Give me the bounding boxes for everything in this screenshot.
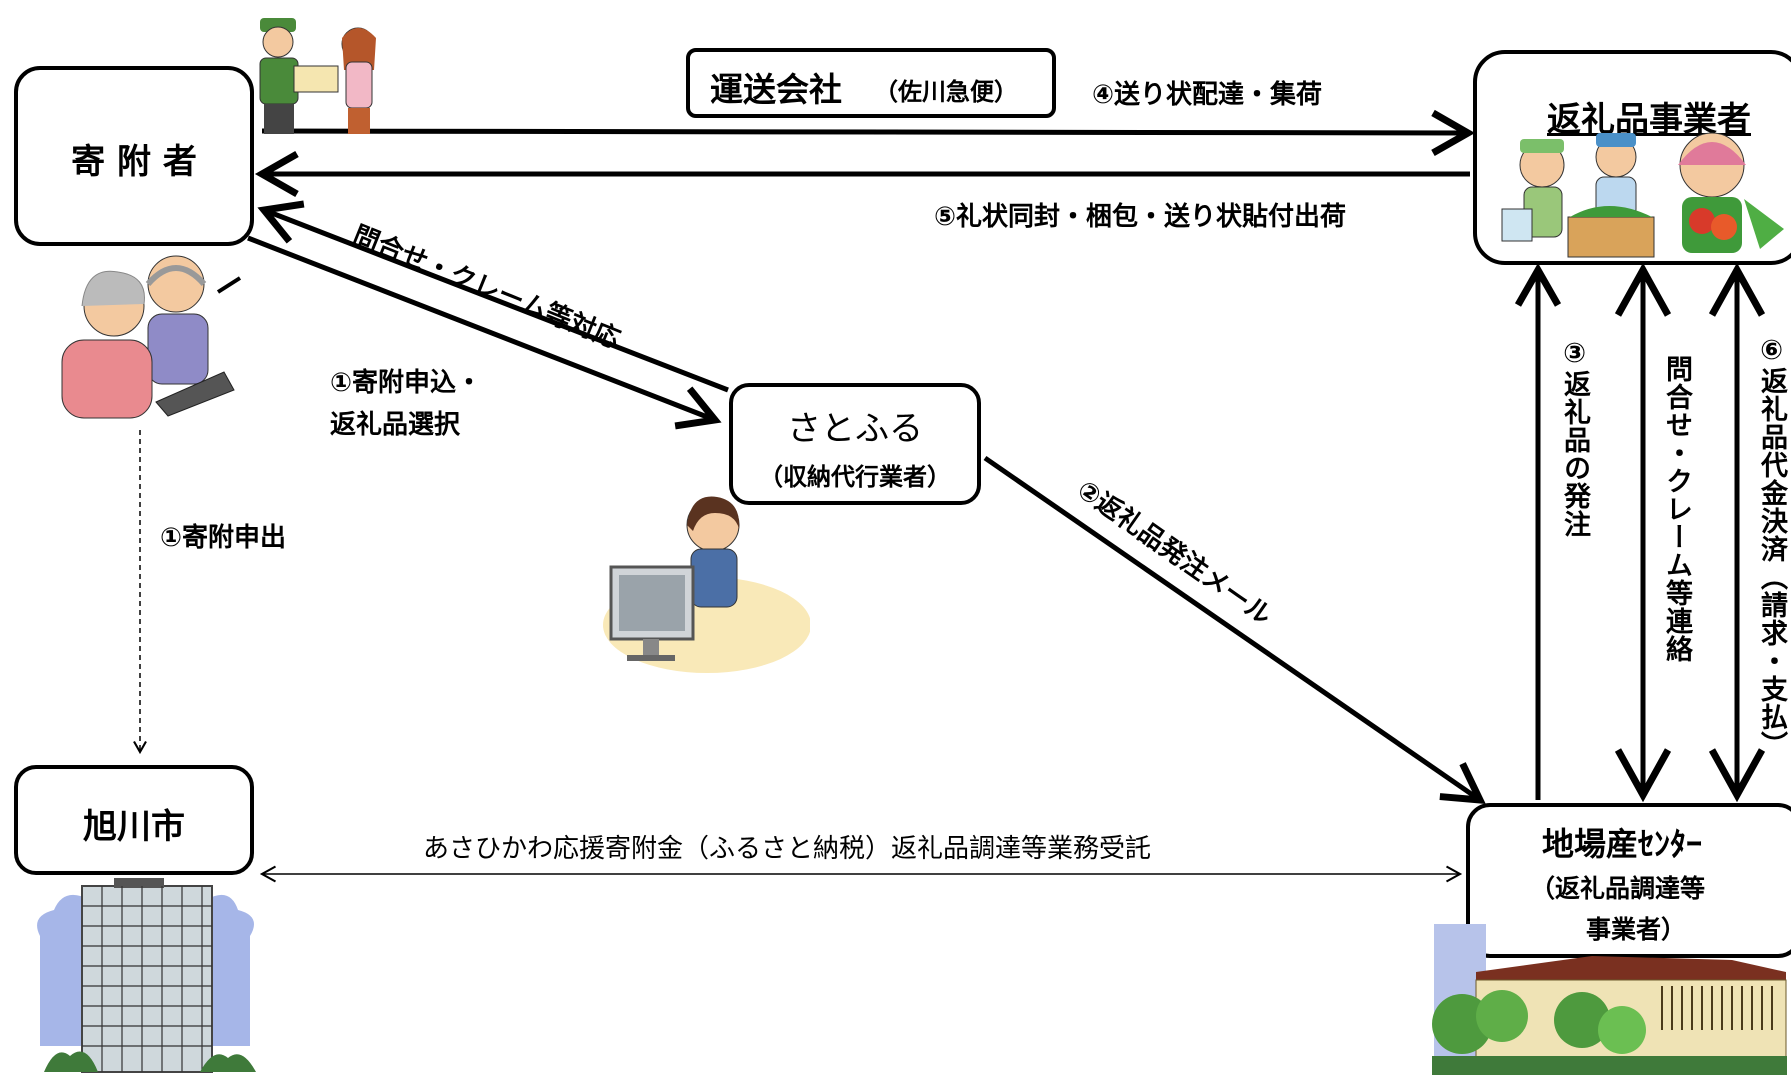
arrow-apply [247, 235, 722, 430]
center-sub2: 事業者） [1586, 915, 1687, 944]
ship-label: ④送り状配達・集荷 [1092, 80, 1323, 110]
operator-illustration [603, 496, 810, 673]
payment-label: ⑥返礼品代金決済（請求・支払） [1756, 335, 1787, 759]
center-sub1: （返礼品調達等 [1530, 874, 1706, 903]
farmers-illustration [1501, 132, 1784, 258]
satofuru-sub: （収納代行業者） [759, 463, 951, 491]
donor-label: 寄 附 者 [71, 142, 197, 182]
city-box: 旭川市 [14, 765, 254, 875]
contract-label: あさひかわ応援寄附金（ふるさと納税）返礼品調達等業務受託 [423, 834, 1152, 864]
arrow-order-mail [983, 455, 1486, 805]
center-name: 地場産ｾﾝﾀｰ [1542, 825, 1703, 863]
center-building-illustration [1432, 924, 1787, 1075]
apply-label-2: 返礼品選択 [330, 410, 461, 440]
arrow-ship [261, 109, 1476, 156]
pack-label: ⑤礼状同封・梱包・送り状貼付出荷 [934, 202, 1347, 232]
city-hall-illustration [37, 878, 256, 1073]
satofuru-box: さとふる （収納代行業者） [729, 383, 981, 505]
shipper-name: 運送会社 [710, 70, 842, 109]
elderly-couple-illustration [61, 255, 235, 419]
apply-label-1: ①寄附申込・ [330, 368, 483, 398]
shipper-sub: （佐川急便） [874, 78, 1018, 106]
submit-label: ①寄附申出 [160, 523, 287, 553]
contact-label: 問合せ・クレーム等連絡 [1661, 355, 1692, 663]
city-label: 旭川市 [83, 807, 185, 847]
shipper-box: 運送会社 （佐川急便） [686, 48, 1056, 118]
satofuru-name: さとふる [787, 409, 923, 449]
arrow-inquiry [257, 200, 729, 393]
speech-tick [216, 276, 242, 294]
order-label: ③返礼品の発注 [1559, 338, 1590, 538]
donor-box: 寄 附 者 [14, 66, 254, 246]
delivery-illustration [259, 18, 376, 134]
center-box: 地場産ｾﾝﾀｰ （返礼品調達等 事業者） [1466, 803, 1791, 958]
